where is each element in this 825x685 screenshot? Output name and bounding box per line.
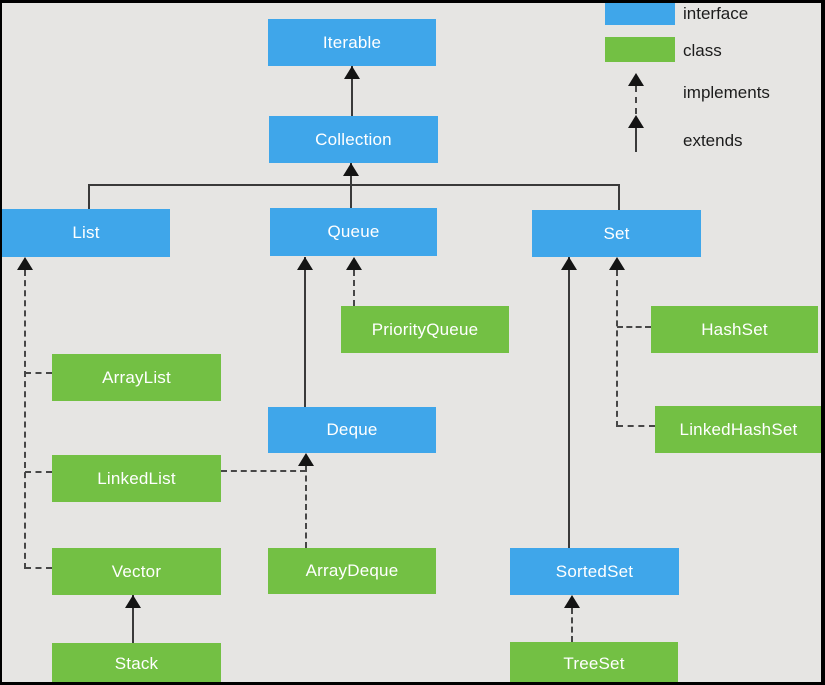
frame-top-border	[0, 0, 825, 3]
branch-dashed-to-vector	[25, 567, 52, 569]
node-sortedset: SortedSet	[510, 548, 679, 595]
edge-sortedset-extends-set	[568, 257, 570, 548]
edge-treeset-implements-sortedset	[571, 608, 573, 642]
frame-left-border	[0, 0, 2, 685]
implements-arrow-icon	[635, 86, 637, 114]
branch-drop-to-set	[618, 184, 620, 210]
branch-horizontal-line	[88, 184, 620, 186]
implements-arrowhead-icon	[346, 257, 362, 270]
node-stack: Stack	[52, 643, 221, 685]
interface-swatch	[605, 2, 675, 25]
extends-arrowhead-icon	[344, 66, 360, 79]
branch-dashed-to-arraylist	[25, 372, 52, 374]
edge-list-implementations	[24, 270, 26, 569]
implements-arrowhead-icon	[628, 73, 644, 86]
edge-collection-extends-iterable	[351, 66, 353, 116]
edge-linkedlist-implements-deque	[221, 470, 306, 472]
branch-drop-to-list	[88, 184, 90, 209]
node-linkedhashset: LinkedHashSet	[655, 406, 822, 453]
extends-arrow-icon	[635, 128, 637, 152]
node-deque: Deque	[268, 407, 436, 453]
legend-extends-label: extends	[683, 131, 743, 150]
implements-arrowhead-icon	[298, 453, 314, 466]
legend-implements-label: implements	[683, 83, 770, 102]
extends-arrowhead-icon	[561, 257, 577, 270]
node-set: Set	[532, 210, 701, 257]
node-arraydeque: ArrayDeque	[268, 548, 436, 594]
node-hashset: HashSet	[651, 306, 818, 353]
edge-stack-extends-vector	[132, 595, 134, 643]
implements-arrowhead-icon	[17, 257, 33, 270]
legend-interface-label: interface	[683, 4, 749, 23]
extends-arrowhead-icon	[343, 163, 359, 176]
node-priorityqueue: PriorityQueue	[341, 306, 509, 353]
node-collection: Collection	[269, 116, 438, 163]
edge-arraydeque-implements-deque	[305, 466, 307, 548]
node-linkedlist: LinkedList	[52, 455, 221, 502]
frame-bottom-border	[0, 682, 825, 685]
node-iterable: Iterable	[268, 19, 436, 66]
implements-arrowhead-icon	[564, 595, 580, 608]
node-arraylist: ArrayList	[52, 354, 221, 401]
legend-class-label: class	[683, 41, 722, 60]
branch-dashed-to-linkedlist	[25, 471, 52, 473]
implements-arrowhead-icon	[609, 257, 625, 270]
frame-right-border	[821, 0, 825, 685]
extends-arrowhead-icon	[628, 115, 644, 128]
node-treeset: TreeSet	[510, 642, 678, 685]
class-swatch	[605, 37, 675, 62]
node-queue: Queue	[270, 208, 437, 256]
edge-hashset-linkedhashset-implements-set	[616, 270, 618, 427]
branch-dashed-to-linkedhashset	[617, 425, 655, 427]
edge-priorityqueue-implements-queue	[353, 270, 355, 306]
node-list: List	[2, 209, 170, 257]
extends-arrowhead-icon	[297, 257, 313, 270]
edge-deque-extends-queue	[304, 257, 306, 407]
branch-dashed-to-hashset	[617, 326, 651, 328]
node-vector: Vector	[52, 548, 221, 595]
extends-arrowhead-icon	[125, 595, 141, 608]
